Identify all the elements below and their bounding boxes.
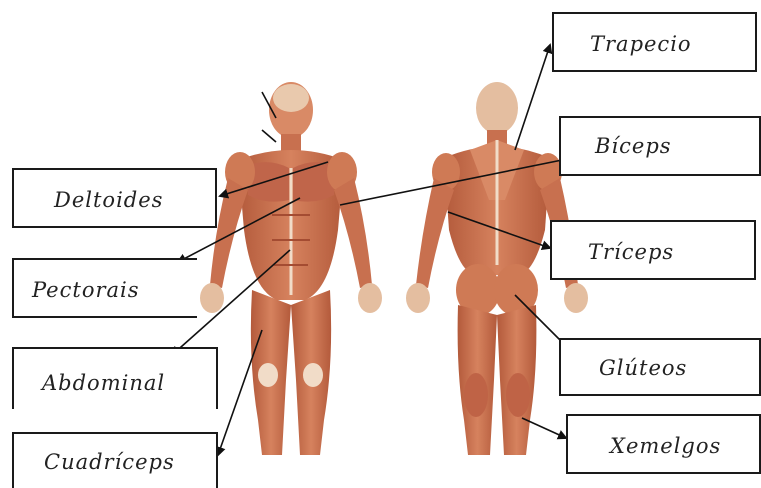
label-cuadriceps: Cuadríceps — [44, 450, 175, 474]
label-gluteos: Glúteos — [599, 356, 687, 380]
pointer-stub-2 — [262, 130, 276, 142]
label-box-triceps: Tríceps — [550, 220, 756, 280]
label-box-biceps: Bíceps — [559, 116, 761, 176]
back-head — [476, 82, 518, 134]
label-pectorais: Pectorais — [32, 278, 140, 302]
label-box-pectorais: Pectorais — [12, 258, 197, 318]
label-xemelgos: Xemelgos — [610, 434, 721, 458]
label-box-cuadriceps: Cuadríceps — [12, 432, 218, 488]
label-box-deltoides: Deltoides — [12, 168, 217, 228]
label-triceps: Tríceps — [588, 240, 674, 264]
label-box-xemelgos: Xemelgos — [566, 414, 761, 474]
label-deltoides: Deltoides — [54, 188, 163, 212]
pointer-trapecio — [515, 45, 550, 150]
label-box-gluteos: Glúteos — [559, 338, 761, 396]
label-box-trapecio: Trapecio — [552, 12, 757, 72]
label-biceps: Bíceps — [595, 134, 672, 158]
front-body-figure — [200, 82, 382, 455]
label-box-abdominal: Abdominal — [12, 347, 218, 409]
label-trapecio: Trapecio — [590, 32, 692, 56]
label-abdominal: Abdominal — [42, 371, 165, 395]
